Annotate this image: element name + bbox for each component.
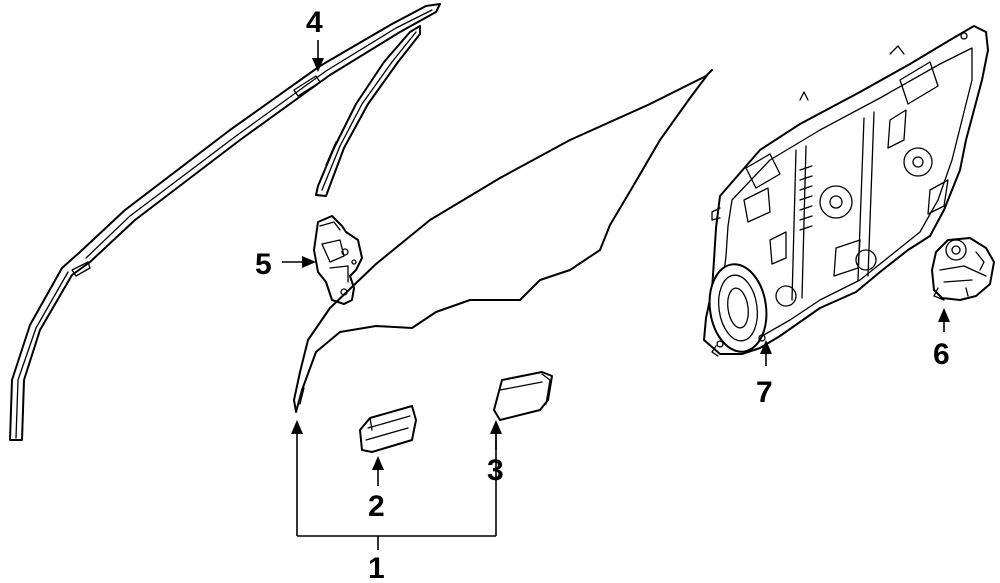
part-5-bracket: [313, 215, 363, 305]
callout-6: 6: [933, 338, 950, 371]
part-6-regulator-motor: [931, 237, 995, 301]
part-2-glass-channel: [359, 405, 417, 453]
callout-labels: 4 5 2 3 1 6 7: [255, 6, 950, 583]
callout-3: 3: [487, 454, 504, 487]
callout-2: 2: [368, 490, 385, 523]
callout-5: 5: [255, 248, 272, 281]
callout-7: 7: [756, 376, 773, 409]
callout-4: 4: [306, 6, 323, 39]
leader-lines: [282, 40, 950, 550]
callout-1: 1: [368, 552, 385, 583]
part-1-door-glass: [293, 69, 713, 413]
part-7-door-module: [703, 25, 989, 357]
part-4-run-channel: [9, 3, 441, 441]
part-3-glass-channel: [493, 371, 553, 421]
part-4-division-channel: [315, 25, 421, 197]
